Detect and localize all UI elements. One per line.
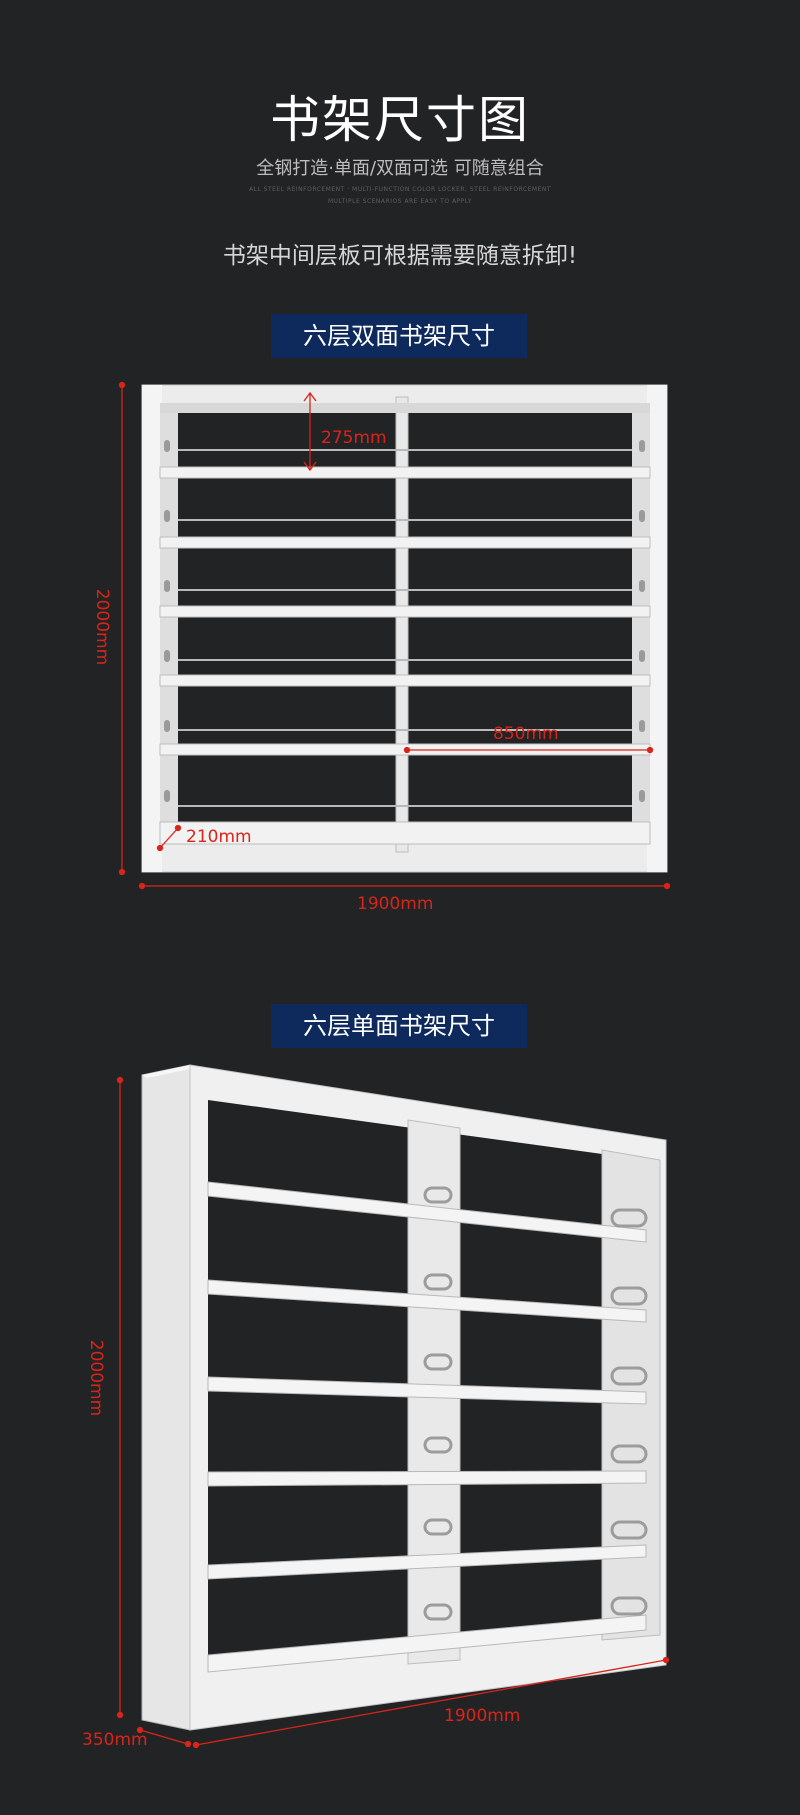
shelf-length-label: 850mm — [493, 724, 559, 744]
double-width-label: 1900mm — [357, 894, 434, 914]
page-title: 书架尺寸图 — [270, 91, 530, 149]
english-caption-line-1: ALL STEEL REINFORCEMENT · MULTI-FUNCTION… — [248, 186, 552, 193]
double-depth-label: 210mm — [186, 827, 252, 847]
single-height-label: 2000mm — [86, 1339, 106, 1417]
single-depth-label: 350mm — [82, 1730, 148, 1750]
single-sided-section-badge: 六层单面书架尺寸 — [271, 1004, 527, 1048]
english-caption: ALL STEEL REINFORCEMENT · MULTI-FUNCTION… — [240, 184, 560, 208]
shelf-gap-label: 275mm — [321, 428, 387, 448]
subtitle: 全钢打造·单面/双面可选 可随意组合 — [256, 158, 544, 179]
tagline: 书架中间层板可根据需要随意拆卸! — [222, 243, 578, 269]
english-caption-line-2: MULTIPLE SCENARIOS ARE EASY TO APPLY — [327, 198, 473, 205]
single-width-label: 1900mm — [444, 1706, 521, 1726]
double-sided-section-badge: 六层双面书架尺寸 — [271, 314, 527, 358]
